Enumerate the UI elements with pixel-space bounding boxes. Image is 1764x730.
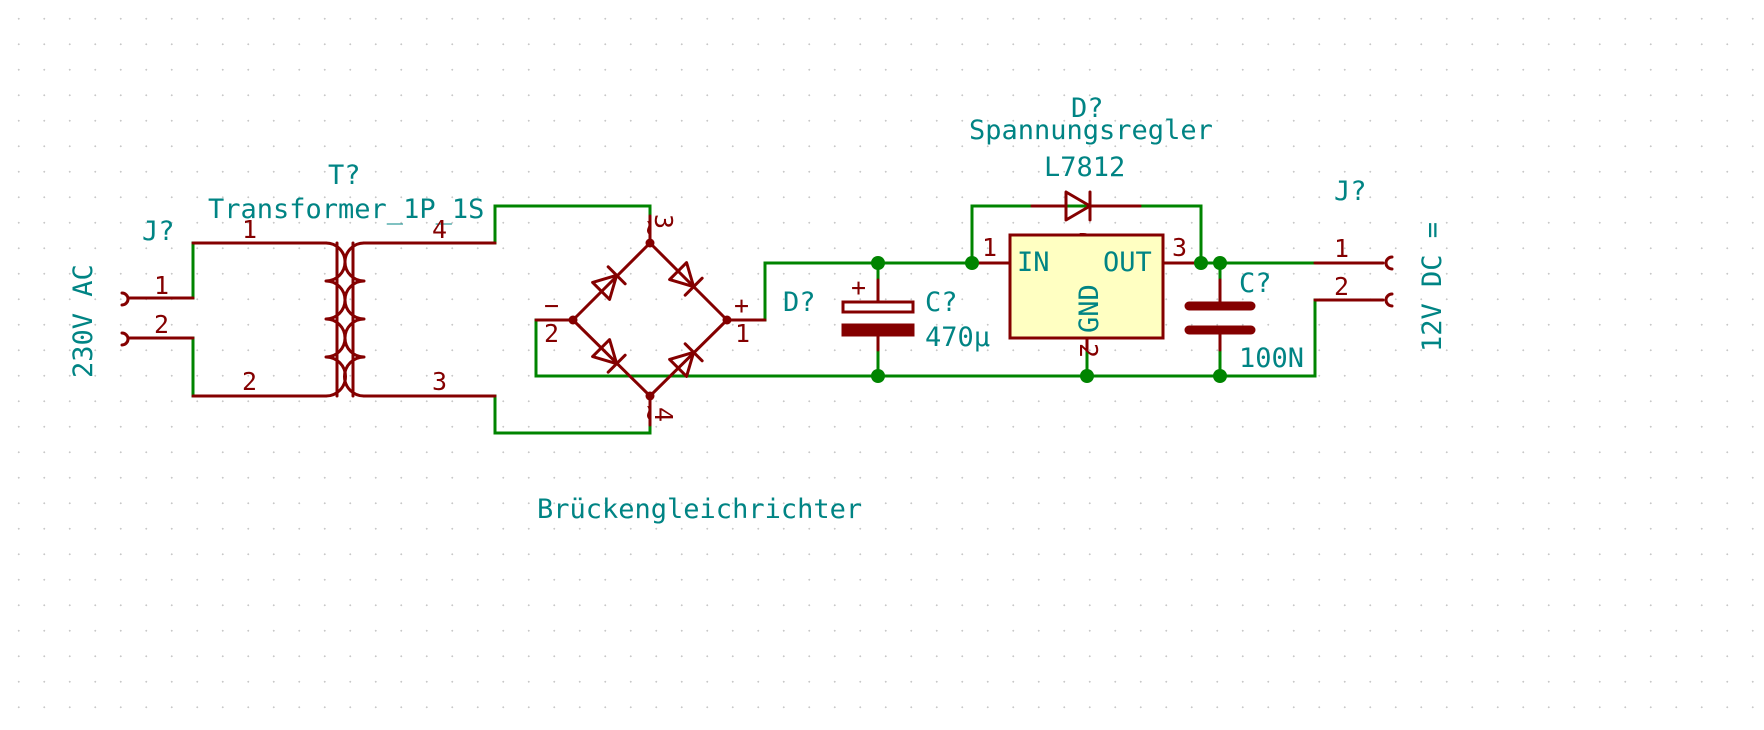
bridge-diode-icon bbox=[591, 338, 627, 374]
input-pin2-number: 2 bbox=[154, 310, 169, 339]
regulator-gnd-label: GND bbox=[1074, 284, 1105, 333]
regulator-out-pin-number: 3 bbox=[1172, 233, 1187, 262]
input-connector[interactable]: J? 1 2 230V AC bbox=[68, 216, 195, 378]
transformer-pin4: 4 bbox=[432, 215, 447, 244]
capacitor-470u-ref: C? bbox=[925, 287, 958, 318]
regulator-in-label: IN bbox=[1017, 247, 1050, 278]
bridge-node-dot bbox=[722, 315, 732, 325]
bridge-plus-label: + bbox=[734, 291, 749, 320]
transformer-pin2: 2 bbox=[242, 367, 257, 396]
capacitor-polarity-mark: + bbox=[851, 273, 866, 302]
wire-tr-pin4-to-bridge-ac-top[interactable] bbox=[493, 204, 652, 245]
bridge-diode-icon bbox=[668, 261, 704, 297]
transformer[interactable]: T? Transformer_1P_1S 1 2 3 4 bbox=[191, 160, 497, 398]
output-connector-label: 12V DC = bbox=[1417, 222, 1448, 352]
bridge-minus-label: − bbox=[544, 291, 559, 320]
capacitor-100n-ref: C? bbox=[1239, 268, 1272, 299]
bridge-caption: Brückengleichrichter bbox=[537, 494, 862, 525]
junctions bbox=[871, 256, 1227, 383]
transformer-ref: T? bbox=[328, 160, 361, 191]
regulator-out-label: OUT bbox=[1103, 247, 1152, 278]
bridge-diode-icon bbox=[591, 265, 627, 301]
bridge-node-dot bbox=[645, 391, 655, 401]
primary-coil-icon bbox=[324, 241, 347, 398]
wire-tr-pin3-to-bridge-ac-bottom[interactable] bbox=[493, 394, 652, 435]
output-pin1-number: 1 bbox=[1334, 234, 1349, 263]
regulator-part-number: L7812 bbox=[1044, 152, 1125, 183]
output-connector[interactable]: J? 1 2 12V DC = bbox=[1313, 176, 1448, 352]
capacitor-100n[interactable]: C? 100N bbox=[1184, 268, 1304, 374]
bridge-pin2: 2 bbox=[544, 319, 559, 348]
regulator-value: Spannungsregler bbox=[969, 115, 1213, 146]
bridge-rectifier[interactable]: 1 2 3 4 + − ~ ~ Brückengleichrichter D? bbox=[534, 214, 862, 525]
connector-terminal-icon bbox=[1384, 292, 1394, 308]
transformer-pin3: 3 bbox=[432, 367, 447, 396]
bridge-pin3: 3 bbox=[649, 214, 678, 229]
bridge-pin1: 1 bbox=[735, 319, 750, 348]
input-pin1-number: 1 bbox=[154, 271, 169, 300]
regulator-in-pin-number: 1 bbox=[982, 233, 997, 262]
bridge-ac-bottom-label: ~ bbox=[635, 405, 664, 420]
transformer-value: Transformer_1P_1S bbox=[208, 194, 484, 225]
protection-diode-icon bbox=[1030, 190, 1142, 222]
capacitor-470u-value: 470µ bbox=[925, 322, 990, 353]
input-connector-ref: J? bbox=[142, 216, 175, 247]
junction-dot bbox=[1213, 369, 1227, 383]
regulator-ref: D? bbox=[1071, 93, 1104, 124]
output-pin2-number: 2 bbox=[1334, 272, 1349, 301]
junction-dot bbox=[965, 256, 979, 270]
transformer-pin1: 1 bbox=[242, 215, 257, 244]
wire-protection-diode[interactable] bbox=[970, 204, 1203, 265]
capacitor-470u[interactable]: + C? 470µ bbox=[841, 273, 990, 353]
output-connector-ref: J? bbox=[1334, 176, 1367, 207]
secondary-coil-icon bbox=[343, 241, 366, 398]
capacitor-positive-plate bbox=[841, 300, 915, 314]
wire-bridge-plus-rail[interactable] bbox=[763, 261, 1012, 322]
junction-dot bbox=[1194, 256, 1208, 270]
connector-terminal-icon bbox=[1384, 255, 1394, 271]
regulator-gnd-pin-number: 2 bbox=[1074, 343, 1103, 358]
bridge-node-dot bbox=[645, 238, 655, 248]
junction-dot bbox=[1213, 256, 1227, 270]
bridge-pin4: 4 bbox=[649, 407, 678, 422]
bridge-ac-top-label: ~ bbox=[635, 220, 664, 235]
junction-dot bbox=[871, 369, 885, 383]
junction-dot bbox=[871, 256, 885, 270]
input-connector-label: 230V AC bbox=[68, 264, 99, 378]
junction-dot bbox=[1080, 369, 1094, 383]
bridge-diode-icon bbox=[668, 342, 704, 378]
voltage-regulator[interactable]: D? Spannungsregler L7812 D 1 IN 3 OUT 2 … bbox=[969, 93, 1213, 358]
bridge-node-dot bbox=[568, 315, 578, 325]
wire-input-pin1[interactable] bbox=[191, 241, 257, 300]
capacitor-100n-value: 100N bbox=[1239, 343, 1304, 374]
bridge-ref: D? bbox=[783, 287, 816, 318]
bridge-outline bbox=[571, 241, 729, 398]
